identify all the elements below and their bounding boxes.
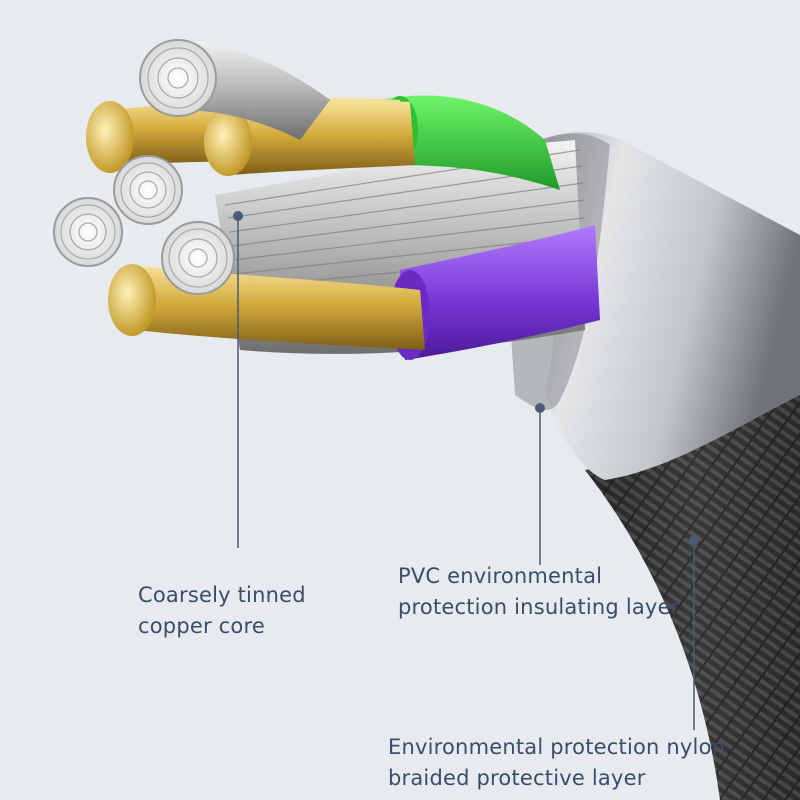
- label-nylon-layer-line2: braided protective layer: [388, 766, 646, 790]
- label-copper-core-line1: Coarsely tinned: [138, 583, 306, 607]
- marker-dot-pvc: [535, 403, 545, 413]
- label-pvc-layer: PVC environmental protection insulating …: [398, 561, 680, 623]
- marker-dot-nylon: [689, 535, 699, 545]
- label-copper-core-line2: copper core: [138, 614, 265, 638]
- label-nylon-layer: Environmental protection nylon braided p…: [388, 732, 725, 794]
- label-pvc-layer-line1: PVC environmental: [398, 564, 603, 588]
- green-wire: [380, 95, 560, 190]
- label-pvc-layer-line2: protection insulating layer: [398, 595, 680, 619]
- leader-lines: [237, 216, 695, 730]
- purple-wire: [400, 225, 600, 360]
- marker-dot-core: [233, 211, 243, 221]
- label-nylon-layer-line1: Environmental protection nylon: [388, 735, 726, 759]
- tinned-strand-bundles: [53, 39, 330, 295]
- label-copper-core: Coarsely tinned copper core: [138, 580, 306, 642]
